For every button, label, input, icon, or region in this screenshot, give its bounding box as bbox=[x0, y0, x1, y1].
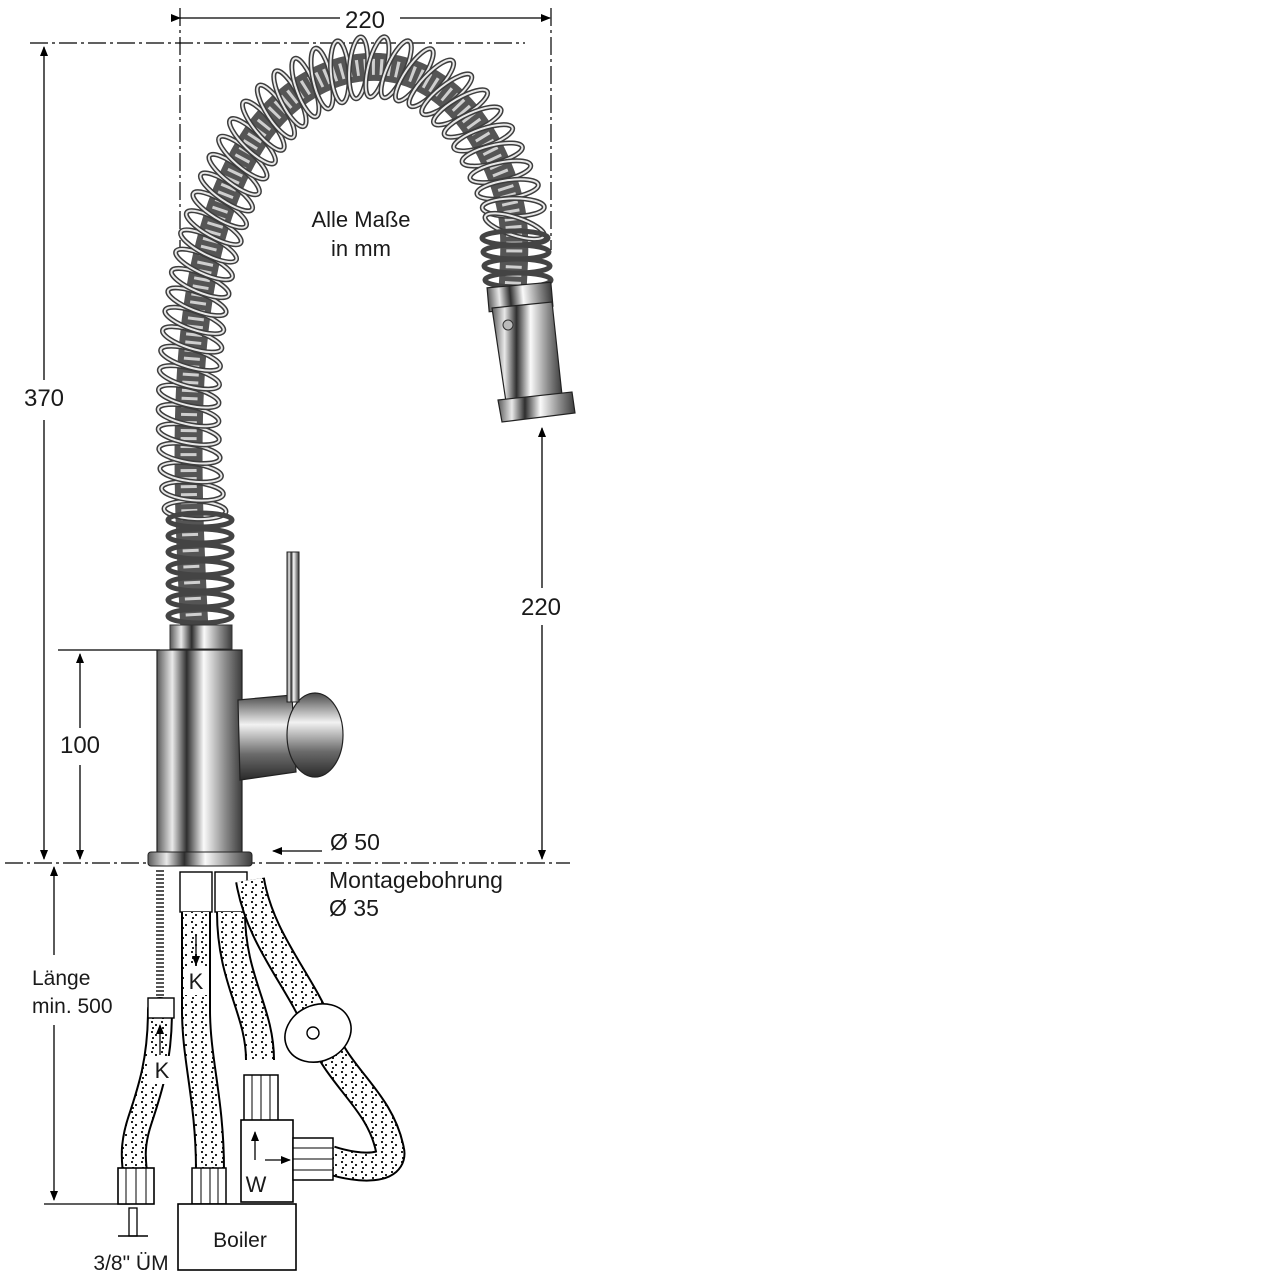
base-rosette bbox=[147, 851, 253, 867]
boiler-box bbox=[177, 1203, 297, 1271]
body-diameter-label: Ø 50 bbox=[330, 829, 380, 855]
spout-reach-label: 220 bbox=[345, 7, 385, 34]
boiler-label: Boiler bbox=[213, 1229, 267, 1252]
spray-button-icon bbox=[502, 319, 514, 331]
labels: 220 370 220 100 Alle Maße in mm Ø 50 Mon… bbox=[24, 7, 561, 1275]
body-height-label: 100 bbox=[60, 732, 100, 759]
hoses bbox=[117, 870, 406, 1271]
cold-label-top: K bbox=[189, 969, 204, 994]
weight-screw-icon bbox=[306, 1026, 320, 1040]
hose-length-line2: min. 500 bbox=[32, 995, 113, 1018]
um-connector bbox=[128, 1207, 138, 1237]
units-note-line2: in mm bbox=[331, 236, 391, 261]
spray-head bbox=[486, 281, 576, 423]
mounting-hole-line2: Ø 35 bbox=[329, 895, 379, 921]
lever-handle bbox=[286, 551, 300, 703]
connection-label: 3/8" ÜM bbox=[93, 1252, 168, 1275]
faucet-body bbox=[147, 551, 344, 867]
spring-coils bbox=[155, 34, 547, 522]
hose-braid bbox=[180, 58, 523, 641]
lever-cap bbox=[286, 692, 344, 778]
spring-spout bbox=[155, 34, 554, 650]
spout-height-label: 220 bbox=[521, 594, 561, 621]
base-coils bbox=[165, 510, 235, 626]
spout-collar bbox=[169, 624, 233, 650]
hose-length-line1: Länge bbox=[32, 967, 90, 990]
mounting-hole-line1: Montagebohrung bbox=[329, 867, 503, 893]
units-note-line1: Alle Maße bbox=[311, 207, 410, 232]
cold-label-left: K bbox=[155, 1058, 170, 1083]
body-cylinder bbox=[156, 649, 243, 861]
warm-label: W bbox=[246, 1172, 267, 1197]
cold-fitting-top bbox=[179, 871, 213, 913]
total-height-label: 370 bbox=[24, 385, 64, 412]
dimension-lines bbox=[5, 8, 570, 1205]
spray-nozzle bbox=[497, 391, 576, 423]
lever-housing bbox=[237, 694, 297, 781]
